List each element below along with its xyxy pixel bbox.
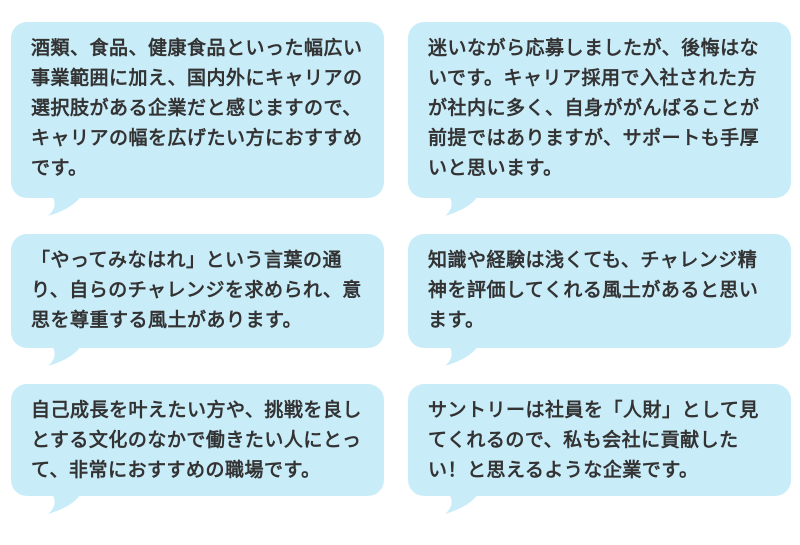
testimonial-text-1: 酒類、食品、健康食品といった幅広い事業範囲に加え、国内外にキャリアの選択肢がある… xyxy=(31,38,363,179)
speech-bubble-tail-icon xyxy=(48,494,81,514)
speech-bubble-tail-icon xyxy=(445,494,478,514)
testimonial-bubble-5: 自己成長を叶えたい方や、挑戦を良しとする文化のなかで働きたい人にとって、非常にお… xyxy=(11,384,384,514)
testimonial-text-5: 自己成長を叶えたい方や、挑戦を良しとする文化のなかで働きたい人にとって、非常にお… xyxy=(31,400,362,481)
speech-bubble-tail-icon xyxy=(48,346,81,366)
testimonial-bubble-1: 酒類、食品、健康食品といった幅広い事業範囲に加え、国内外にキャリアの選択肢がある… xyxy=(11,22,384,216)
speech-bubble-tail-icon xyxy=(445,196,478,216)
testimonial-text-2: 迷いながら応募しましたが、後悔はないです。キャリア採用で入社された方が社内に多く… xyxy=(428,38,760,179)
testimonial-bubble-4: 知識や経験は浅くても、チャレンジ精神を評価してくれる風土があると思います。 xyxy=(408,234,791,366)
testimonial-text-6: サントリーは社員を「人財」として見てくれるので、私も会社に貢献したい！と思えるよ… xyxy=(428,400,759,481)
testimonial-bubble-6: サントリーは社員を「人財」として見てくれるので、私も会社に貢献したい！と思えるよ… xyxy=(408,384,791,514)
testimonial-text-4: 知識や経験は浅くても、チャレンジ精神を評価してくれる風土があると思います。 xyxy=(428,250,759,331)
testimonial-text-3: 「やってみなはれ」という言葉の通り、自らのチャレンジを求められ、意思を尊重する風… xyxy=(31,250,362,331)
testimonials-grid: 酒類、食品、健康食品といった幅広い事業範囲に加え、国内外にキャリアの選択肢がある… xyxy=(11,22,791,514)
speech-bubble-tail-icon xyxy=(48,196,81,216)
testimonial-bubble-2: 迷いながら応募しましたが、後悔はないです。キャリア採用で入社された方が社内に多く… xyxy=(408,22,791,216)
speech-bubble-tail-icon xyxy=(445,346,478,366)
testimonial-bubble-3: 「やってみなはれ」という言葉の通り、自らのチャレンジを求められ、意思を尊重する風… xyxy=(11,234,384,366)
